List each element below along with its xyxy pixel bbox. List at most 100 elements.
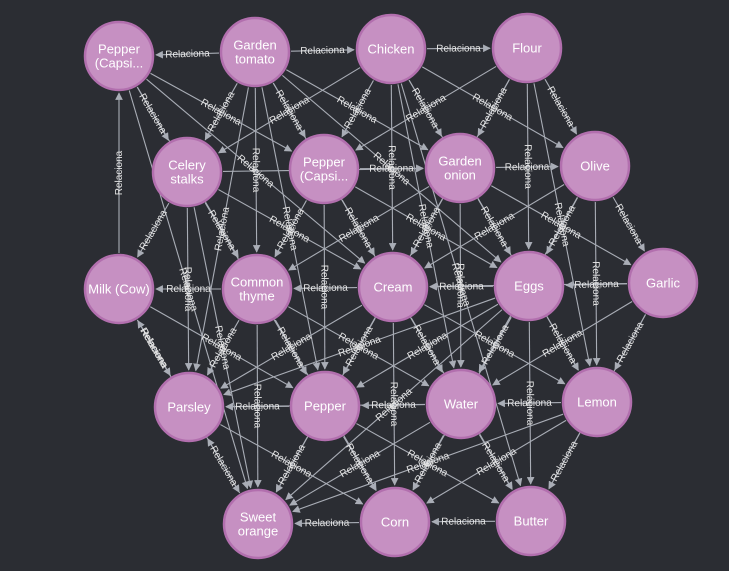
relationship-edge[interactable] [155, 50, 220, 59]
relationship-edge[interactable] [492, 301, 633, 386]
relationship-edge[interactable] [261, 87, 321, 371]
node-circle[interactable] [357, 251, 429, 323]
node-circle[interactable] [221, 253, 293, 325]
relationship-edge-label: Relaciona [165, 48, 210, 60]
relationship-edge-label: Relaciona [386, 145, 397, 190]
relationship-edge[interactable] [421, 66, 564, 149]
node-circle[interactable] [561, 366, 633, 438]
node-circle[interactable] [289, 370, 361, 442]
node-parsley[interactable]: Parsley [153, 371, 225, 443]
node-chicken[interactable]: Chicken [355, 13, 427, 85]
relationship-edge[interactable] [204, 83, 238, 141]
relationship-edge-label: Relaciona [166, 284, 211, 295]
relationship-edge[interactable] [424, 304, 566, 385]
relationship-edge[interactable] [193, 207, 254, 489]
node-eggs[interactable]: Eggs [493, 250, 565, 322]
node-pepper[interactable]: Pepper [289, 370, 361, 442]
node-circle[interactable] [83, 20, 155, 92]
node-circle[interactable] [83, 253, 155, 325]
node-circle[interactable] [219, 16, 291, 88]
relationship-edge[interactable] [220, 304, 363, 389]
relationship-edge[interactable] [397, 84, 457, 369]
relationship-edge[interactable] [356, 303, 499, 388]
node-label: tomato [235, 52, 275, 67]
relationship-edge[interactable] [193, 87, 249, 372]
node-circle[interactable] [425, 368, 497, 440]
relationship-edge[interactable] [426, 419, 567, 504]
relationship-edge[interactable] [388, 84, 397, 251]
node-water[interactable]: Water [425, 368, 497, 440]
relationship-edge[interactable] [320, 204, 329, 370]
relationship-edge[interactable] [218, 67, 361, 154]
relationship-edge[interactable] [289, 421, 431, 506]
relationship-edge[interactable] [544, 78, 578, 135]
relationship-edge[interactable] [533, 83, 593, 367]
node-label: Lemon [577, 395, 617, 410]
relationship-edge[interactable] [128, 90, 250, 490]
node-circle[interactable] [424, 132, 496, 204]
relationship-edge[interactable] [218, 189, 362, 270]
relationship-edge-label: Relaciona [300, 45, 345, 57]
node-circle[interactable] [222, 488, 294, 560]
node-circle[interactable] [493, 250, 565, 322]
node-circle[interactable] [627, 247, 699, 319]
node-label: (Capsi... [95, 56, 143, 71]
relationship-edge[interactable] [288, 185, 430, 271]
node-pepper-capsicum-1[interactable]: Pepper(Capsi... [83, 20, 155, 92]
relationship-edge-label: Relaciona [574, 279, 619, 291]
node-circle[interactable] [359, 486, 431, 558]
node-corn[interactable]: Corn [359, 486, 431, 558]
relationship-edge-label: Relaciona [305, 518, 350, 530]
relationship-edge-label: Relaciona [524, 381, 535, 426]
relationship-edge[interactable] [612, 196, 645, 252]
node-pepper-capsicum-2[interactable]: Pepper(Capsi... [288, 133, 360, 205]
relationship-edge[interactable] [341, 80, 374, 138]
node-circle[interactable] [288, 133, 360, 205]
node-cream[interactable]: Cream [357, 251, 429, 323]
relationship-edge[interactable] [206, 319, 240, 376]
relationship-edge[interactable] [424, 184, 565, 269]
relationship-edge[interactable] [400, 83, 523, 487]
node-circle[interactable] [355, 13, 427, 85]
relationship-edge-label: Relaciona [612, 202, 644, 246]
relationship-edge[interactable] [137, 202, 170, 258]
relationship-edge[interactable] [355, 65, 497, 151]
node-lemon[interactable]: Lemon [561, 366, 633, 438]
relationship-edge[interactable] [274, 200, 307, 258]
relationship-edge-label: Relaciona [505, 162, 550, 174]
relationship-edge-label: Relaciona [114, 150, 125, 195]
node-garlic[interactable]: Garlic [627, 247, 699, 319]
node-circle[interactable] [495, 485, 567, 557]
node-milk-cow[interactable]: Milk (Cow) [83, 253, 155, 325]
node-label: onion [444, 168, 476, 183]
relationship-edge[interactable] [526, 321, 535, 485]
relationship-edge-label: Relaciona [207, 444, 239, 488]
relationship-edge[interactable] [495, 162, 559, 171]
node-circle[interactable] [153, 371, 225, 443]
node-label: Eggs [514, 279, 544, 294]
relationship-edge-label: Relaciona [371, 400, 416, 412]
node-olive[interactable]: Olive [559, 130, 631, 202]
relationship-edge[interactable] [292, 413, 564, 513]
relationship-edge[interactable] [252, 87, 261, 253]
relationship-edge[interactable] [220, 424, 364, 505]
node-circle[interactable] [559, 130, 631, 202]
node-flour[interactable]: Flour [491, 12, 563, 84]
node-label: Flour [512, 41, 542, 56]
relationship-edge[interactable] [290, 46, 355, 54]
node-circle[interactable] [491, 12, 563, 84]
node-label: stalks [170, 172, 204, 187]
relationship-edge[interactable] [150, 306, 294, 389]
node-circle[interactable] [151, 136, 223, 208]
node-butter[interactable]: Butter [495, 485, 567, 557]
relationship-edge-label: Relaciona [318, 265, 329, 310]
relationship-edge[interactable] [294, 519, 360, 528]
relationship-edge[interactable] [223, 297, 496, 396]
relationship-edge[interactable] [293, 284, 358, 293]
